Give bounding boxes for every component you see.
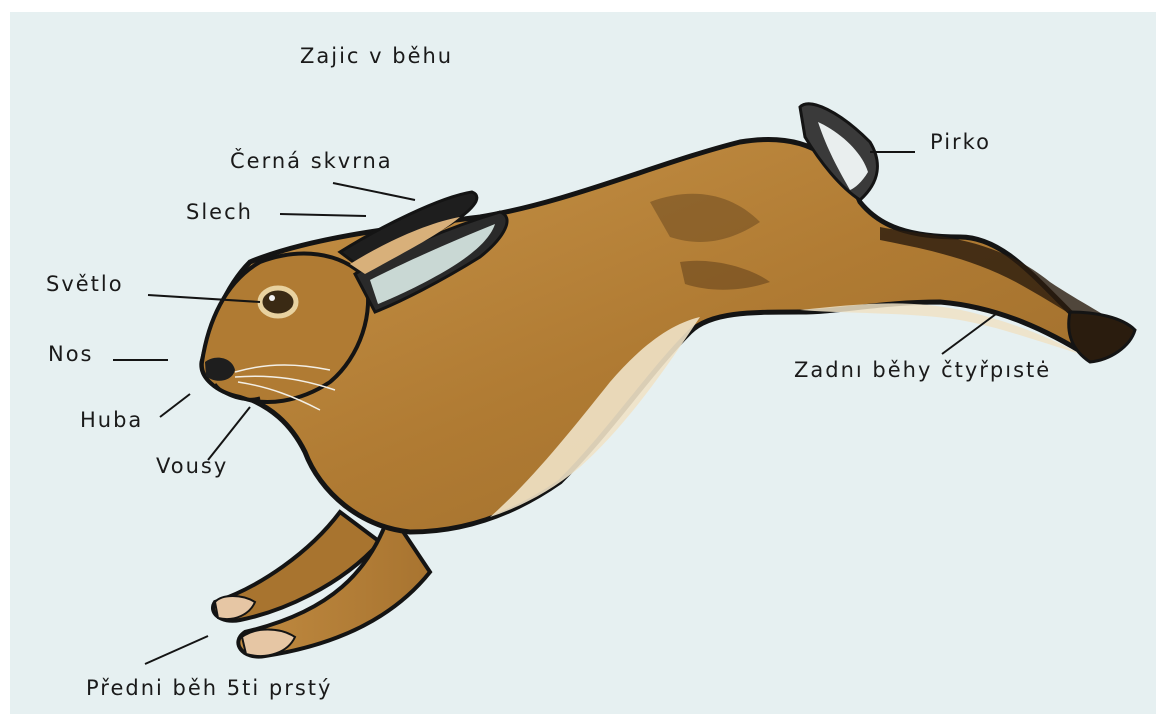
line-slech [280, 214, 366, 216]
line-vousy [208, 407, 250, 460]
eye [260, 288, 296, 316]
diagram-title: Zajic v běhu [300, 44, 453, 68]
line-predni [145, 636, 208, 664]
label-vousy: Vousy [156, 454, 228, 478]
label-slech: Slech [186, 200, 253, 224]
label-pirko: Pirko [930, 130, 991, 154]
label-zadni-behy: Zadnı běhy čtyřpıstė [794, 358, 1051, 382]
diagram-frame: Zajic v běhu Černá skvrna Slech Světlo N… [10, 12, 1156, 714]
eye-highlight [269, 295, 275, 301]
label-predni-beh: Předni běh 5ti prstý [86, 676, 332, 700]
label-huba: Huba [80, 408, 143, 432]
hind-foot [1069, 312, 1135, 362]
label-cerna-skvrna: Černá skvrna [230, 149, 393, 173]
line-cerna-skvrna [333, 183, 415, 200]
line-huba [160, 394, 190, 417]
label-svetlo: Světlo [46, 272, 124, 296]
label-nos: Nos [48, 342, 94, 366]
